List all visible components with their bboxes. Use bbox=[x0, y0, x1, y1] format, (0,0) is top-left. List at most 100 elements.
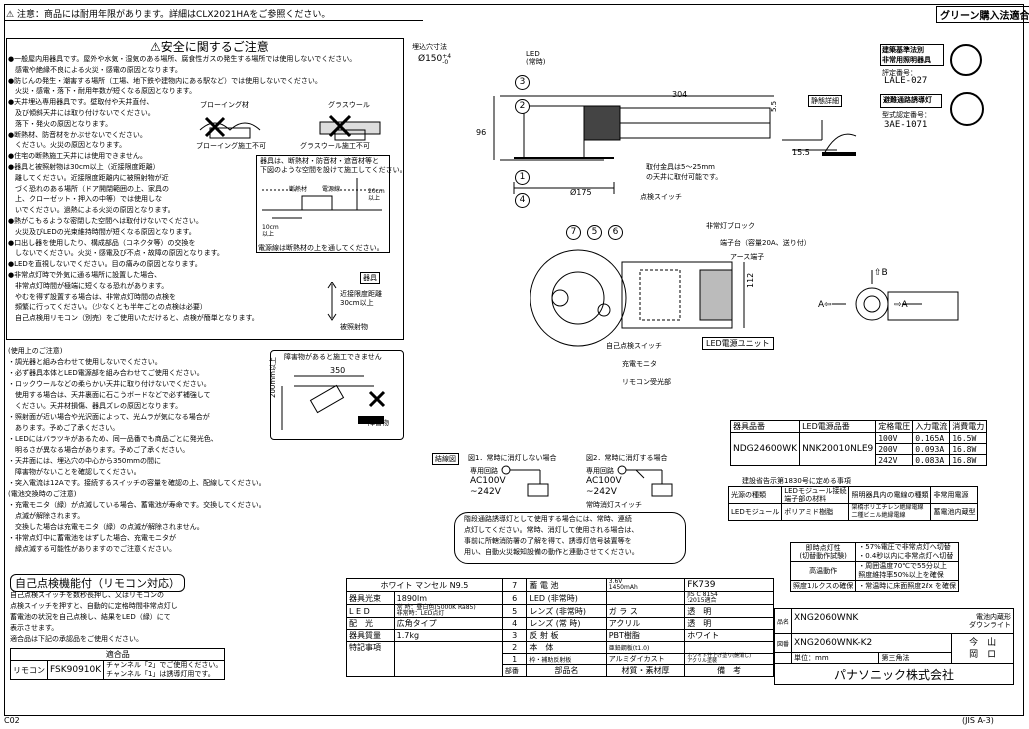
safety-line: 火災・感電・落下・耐用年数が短くなる原因となります。 bbox=[8, 87, 197, 96]
part-note: JIS C 8154 :2015適合 bbox=[684, 591, 774, 605]
usage-line: 明るさが異なる場合があります。予めご了承ください。 bbox=[8, 446, 190, 454]
arrow-b: ⇧B bbox=[874, 268, 888, 278]
part-name: LED (非常時) bbox=[526, 591, 607, 605]
safety-line: づく恐れのある場所（ドア開閉範囲の上、家具の bbox=[8, 184, 169, 193]
blowing-ng-label: ブローイング施工不可 bbox=[196, 142, 266, 150]
wiring-fig2-diagram bbox=[617, 465, 673, 497]
notice-header: 非常用電源 bbox=[930, 486, 979, 504]
color-label: ホワイト マンセル N9.5 bbox=[346, 578, 503, 592]
part-no: 5 bbox=[501, 604, 528, 618]
safety-line: ●器具と被照射物は30cm以上（近接限度距離） bbox=[8, 162, 160, 171]
notice-value: 架橋ポリエチレン絶縁電線 二種ビニル絶縁電線 bbox=[848, 503, 932, 521]
hole-label: 埋込穴寸法 bbox=[412, 43, 447, 51]
safety-line: 上、クローゼット・押入の中等）では使用しな bbox=[8, 195, 162, 204]
safety-box bbox=[6, 38, 404, 340]
building-law-text: 建築基準法別 非常用照明器具 bbox=[882, 45, 931, 65]
parts-header: 備 考 bbox=[684, 664, 774, 677]
approval-stamp: 今 山 岡 ロ bbox=[951, 633, 1014, 664]
safety-line: ●一般屋内用器具です。屋外や水気・湿気のある場所、腐食性ガスの発生する場所では使… bbox=[8, 55, 357, 63]
selfcheck-line: 点検スイッチを押すと、自動的に定格時間非常点灯し bbox=[10, 602, 178, 610]
clearance-20cm: 20cm 以上 bbox=[368, 188, 385, 202]
spec-table: 器具品番 LED電源品番 定格電圧 入力電流 消費電力 NDG24600WK N… bbox=[729, 420, 988, 466]
header-notice-text: 注意：商品には耐用年限があります。詳細はCLX2021HAをご参照ください。 bbox=[16, 10, 331, 20]
title-block-table: ホワイト マンセル N9.5 7 蓄 電 池 3.6V 1450mAh FK73… bbox=[346, 578, 774, 677]
callout-7: 7 bbox=[566, 225, 581, 240]
spec-cell: 100V bbox=[875, 432, 914, 444]
guide-light-badge bbox=[880, 94, 942, 108]
blowing-label: ブローイング材 bbox=[200, 101, 249, 109]
self-check-switch-label: 自己点検スイッチ bbox=[606, 342, 662, 350]
usage-line: ・天井面には、埋込穴の中心から350mmの間に bbox=[8, 457, 161, 465]
part-no: 3 bbox=[501, 629, 528, 642]
wiring-note: 階段通路誘導灯として使用する場合には、常時、連続 点灯してください。常時、消灯し… bbox=[464, 515, 639, 556]
spec-value bbox=[393, 641, 503, 677]
part-name: 反 射 板 bbox=[526, 629, 607, 642]
notice-1830-title: 建設省告示第1830号に定める事項 bbox=[742, 477, 851, 485]
proximity-distance: 近接限度距離 30cm以上 bbox=[340, 290, 382, 307]
usage-line: ・照射面が近い場合や光沢面によって、光ムラが気になる場合が bbox=[8, 413, 210, 421]
guide-light-label: 避難通路誘導灯 bbox=[883, 96, 932, 104]
dim-15-5: 15.5 bbox=[792, 148, 810, 157]
safety-line: ●熱がこもるような密閉した空間へは取付けないでください。 bbox=[8, 216, 203, 225]
performance-label: 即時点灯性 (切替動作試験) bbox=[789, 542, 857, 562]
obstacle-diagram bbox=[281, 375, 386, 430]
safety-line: 火災及びLEDの光束維持時間が短くなる原因となります。 bbox=[8, 227, 196, 236]
part-no: 1 bbox=[501, 653, 528, 665]
dim-96: 96 bbox=[476, 128, 487, 137]
part-name: 本 体 bbox=[526, 641, 607, 654]
hole-dimension: Ø150+4 -0 bbox=[418, 54, 451, 66]
performance-value: ・57%電圧で非常点灯へ切替 ・0.4秒以内に非常点灯へ切替 bbox=[855, 542, 959, 562]
part-material bbox=[605, 591, 686, 605]
selfcheck-line: 表示させます。 bbox=[10, 624, 59, 632]
safety-line: ●LEDを直視しないでください。目の痛みの原因となります。 bbox=[8, 260, 202, 269]
arrow-a-left: A⇦ bbox=[818, 300, 832, 310]
notice-header: 照明器具内の電線の種類 bbox=[848, 486, 932, 504]
wiring-fig1-diagram bbox=[501, 465, 549, 497]
led-label: LED (常時) bbox=[526, 50, 546, 66]
safety-line: 頻繁に行ってください。（少なくとも半年ごとの点検は必要） bbox=[8, 303, 207, 312]
safety-line: いでください。過熱による火災の原因となります。 bbox=[8, 206, 175, 215]
product-cell: XNG2060WNK 電池内蔵形 ダウンライト bbox=[791, 608, 1014, 634]
projection-label: 第三角法 bbox=[878, 652, 953, 664]
safety-lines: ●一般屋内用器具です。屋外や水気・湿気のある場所、腐食性ガスの発生する場所では使… bbox=[8, 54, 404, 324]
plan-drawing bbox=[530, 249, 745, 347]
static-detail-plate bbox=[822, 133, 857, 156]
fixture-model: NDG24600WK bbox=[729, 432, 801, 466]
usage-notes: (使用上のご注意) ・調光器と組み合わせて使用しないでください。 ・必ず器具本体… bbox=[8, 346, 266, 555]
product-type: 電池内蔵形 ダウンライト bbox=[969, 613, 1011, 629]
usage-line: ・LEDにはバラツキがあるため、同一品番でも商品ごとに発光色、 bbox=[8, 435, 218, 443]
usage-line: (電池交換時のご注意) bbox=[8, 490, 77, 498]
hole-dim-value: Ø150 bbox=[418, 54, 443, 64]
emergency-block-label: 非常灯ブロック bbox=[706, 222, 755, 230]
dim-112: 112 bbox=[746, 272, 755, 288]
performance-value: ・周囲温度70℃で55分以上 照度維持率50%以上を確保 bbox=[855, 561, 959, 581]
callout-5: 5 bbox=[587, 225, 602, 240]
safety-line: 離してください。近接限度距離内に被照射物が近 bbox=[8, 173, 169, 182]
drawing-frame bbox=[4, 4, 1024, 716]
remote-note: チャンネル「2」でご使用ください。 チャンネル「1」は誘導灯用です。 bbox=[103, 660, 226, 680]
part-note: FK739 bbox=[684, 578, 774, 592]
part-name: レンズ (非常時) bbox=[526, 604, 607, 618]
performance-table: 即時点灯性 (切替動作試験) ・57%電圧で非常点灯へ切替 ・0.4秒以内に非常… bbox=[789, 542, 959, 592]
paper-size: (JIS A-3) bbox=[962, 716, 994, 725]
warning-icon: ⚠ bbox=[6, 10, 15, 20]
product-label: 品名 bbox=[773, 608, 793, 634]
part-note bbox=[684, 641, 774, 654]
part-material: 亜鉛鋼板(t1.0) bbox=[605, 641, 686, 654]
safety-line: ●非常点灯時で外気に通る場所に設置した場合、 bbox=[8, 270, 162, 279]
fixture-tag: 器具 bbox=[360, 272, 380, 284]
notice-header: 光源の種類 bbox=[727, 486, 783, 504]
safety-line: 及び傾斜天井には取り付けないでください。 bbox=[8, 108, 155, 117]
unit-label: 単位：mm bbox=[791, 652, 880, 664]
callout-2: 2 bbox=[515, 99, 530, 114]
spec-cell: 242V bbox=[875, 454, 914, 466]
safety-line: 非常点灯時間が極端に短くなる恐れがあります。 bbox=[8, 281, 169, 290]
usage-line: ・ロックウールなどの柔らかい天井に取り付けないでください。 bbox=[8, 380, 211, 388]
glasswool-ng-label: グラスウール施工不可 bbox=[300, 142, 370, 150]
power-wire-label: 電源線 bbox=[322, 186, 341, 193]
wiring-fig1-title: 図1．常時に消灯しない場合 bbox=[468, 454, 557, 462]
usage-line: (使用上のご注意) bbox=[8, 347, 63, 355]
reg-no-label: 評定番号： bbox=[882, 69, 917, 77]
notice-header: LEDモジュール接続 端子部の材料 bbox=[781, 486, 850, 504]
part-material: アルミダイカスト bbox=[605, 653, 686, 665]
